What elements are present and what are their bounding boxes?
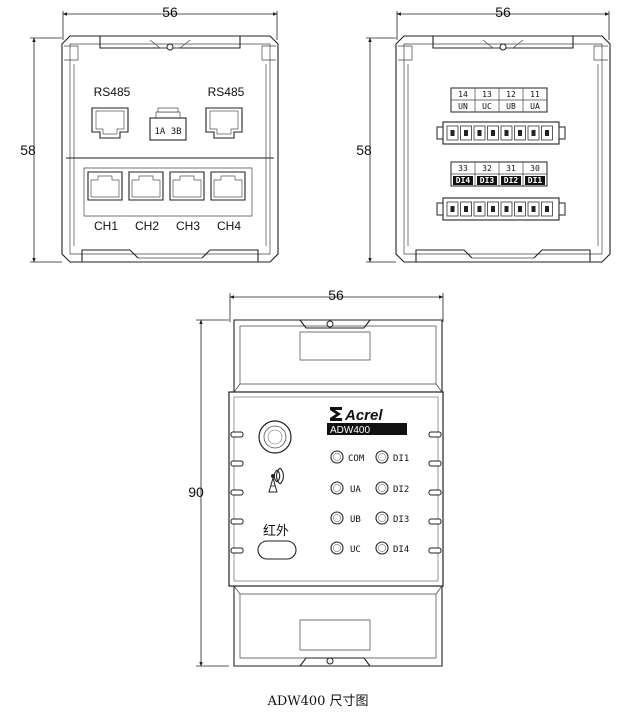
led-indicator-ua bbox=[330, 481, 344, 495]
voltage-terminal-labels: 14 UN 13 UC 12 UB 11 UA bbox=[450, 87, 548, 113]
width-dimension-label: 56 bbox=[162, 4, 178, 20]
terminal-screw bbox=[545, 206, 549, 212]
model-bar bbox=[327, 423, 407, 435]
wireless-signal-icon bbox=[268, 467, 284, 493]
terminal-screw bbox=[477, 130, 482, 136]
ch3-port bbox=[169, 171, 205, 201]
height-dimension-label: 58 bbox=[20, 142, 36, 158]
figure-caption: ADW400 尺寸图 bbox=[266, 694, 368, 709]
terminal-name: UB bbox=[506, 102, 516, 111]
width-dimension-label: 56 bbox=[495, 4, 511, 20]
model-label: ADW400 bbox=[330, 425, 370, 436]
terminal-screw bbox=[545, 130, 549, 136]
height-dimension-label: 90 bbox=[188, 484, 204, 500]
terminal-screw bbox=[491, 206, 495, 212]
led-indicator-di4 bbox=[375, 541, 389, 555]
terminal-screw bbox=[450, 206, 455, 212]
terminal-name: DI1 bbox=[528, 176, 543, 185]
voltage-terminal-block bbox=[436, 121, 566, 145]
terminal-screw bbox=[518, 130, 522, 136]
terminal-number: 31 bbox=[506, 164, 516, 173]
led-label-ua: UA bbox=[350, 485, 361, 495]
ch3-label: CH3 bbox=[176, 219, 200, 233]
ch1-label: CH1 bbox=[94, 219, 118, 233]
di-terminal-labels: 33 DI4 32 DI3 31 DI2 30 DI1 bbox=[450, 161, 548, 187]
led-label-di1: DI1 bbox=[393, 454, 409, 464]
small-terminal-port: 1A 3B bbox=[149, 107, 187, 141]
terminal-number: 32 bbox=[482, 164, 492, 173]
infrared-label: 红外 bbox=[263, 523, 289, 539]
terminal-number: 11 bbox=[530, 90, 540, 99]
small-port-label: 1A 3B bbox=[154, 127, 181, 137]
terminal-name: DI3 bbox=[480, 176, 495, 185]
infrared-window bbox=[257, 540, 297, 560]
terminal-screw bbox=[504, 206, 509, 212]
width-dimension-label: 56 bbox=[328, 287, 344, 303]
panel-front-view: 56 90 bbox=[188, 287, 444, 667]
rs485-right-label: RS485 bbox=[208, 85, 245, 99]
terminal-number: 14 bbox=[458, 90, 468, 99]
rs485-right-port bbox=[205, 107, 243, 139]
led-indicator-di3 bbox=[375, 511, 389, 525]
rs485-left-label: RS485 bbox=[94, 85, 131, 99]
led-indicator-di1 bbox=[375, 450, 389, 464]
terminal-screw bbox=[518, 206, 522, 212]
ch4-label: CH4 bbox=[217, 219, 241, 233]
terminal-name: UC bbox=[482, 102, 492, 111]
ch2-label: CH2 bbox=[135, 219, 159, 233]
ch2-port bbox=[128, 171, 164, 201]
terminal-name: DI4 bbox=[456, 176, 471, 185]
terminal-name: DI2 bbox=[504, 176, 519, 185]
terminal-screw bbox=[531, 206, 536, 212]
height-dimension-label: 58 bbox=[356, 142, 372, 158]
led-label-com: COM bbox=[348, 454, 365, 464]
terminal-screw bbox=[491, 130, 495, 136]
di-terminal-block bbox=[436, 197, 566, 221]
terminal-screw bbox=[531, 130, 536, 136]
terminal-screw bbox=[504, 130, 509, 136]
led-indicator-com bbox=[330, 450, 344, 464]
led-indicator-di2 bbox=[375, 481, 389, 495]
rear-terminal-view: 56 58 14 UN 13 UC 12 UB 11 bbox=[356, 4, 611, 263]
ch4-port bbox=[210, 171, 246, 201]
terminal-name: UA bbox=[530, 102, 540, 111]
terminal-number: 33 bbox=[458, 164, 468, 173]
terminal-number: 30 bbox=[530, 164, 540, 173]
led-label-ub: UB bbox=[350, 515, 361, 525]
led-label-di2: DI2 bbox=[393, 485, 409, 495]
terminal-number: 12 bbox=[506, 90, 516, 99]
terminal-name: UN bbox=[458, 102, 468, 111]
terminal-screw bbox=[450, 130, 455, 136]
led-indicator-ub bbox=[330, 511, 344, 525]
terminal-screw bbox=[477, 206, 482, 212]
ch1-port bbox=[87, 171, 123, 201]
rs485-left-port bbox=[91, 107, 129, 139]
led-label-uc: UC bbox=[350, 545, 361, 555]
terminal-number: 13 bbox=[482, 90, 492, 99]
terminal-screw bbox=[464, 130, 468, 136]
led-label-di4: DI4 bbox=[393, 545, 409, 555]
led-indicator-uc bbox=[330, 541, 344, 555]
acrel-logo-icon bbox=[330, 407, 342, 421]
optical-port bbox=[258, 420, 292, 454]
terminal-screw bbox=[464, 206, 468, 212]
brand-name: Acrel bbox=[344, 407, 383, 424]
front-port-view: 56 58 RS485 RS485 bbox=[20, 4, 279, 263]
led-label-di3: DI3 bbox=[393, 515, 409, 525]
